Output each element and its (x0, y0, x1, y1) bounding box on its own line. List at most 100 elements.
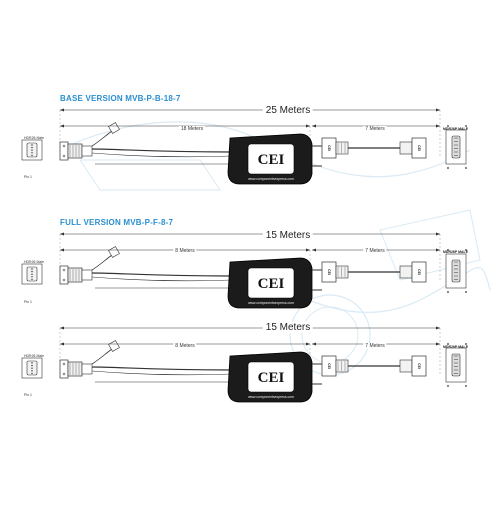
main-cable (91, 148, 231, 153)
plug-housing (411, 261, 427, 283)
usb-plug-icon (108, 340, 120, 352)
watermark-circle (301, 306, 359, 364)
main-cable (91, 366, 231, 371)
pinout-shell (451, 353, 461, 377)
left-dimension-line-head (60, 248, 64, 252)
total-dimension-line-head (60, 326, 64, 330)
right-dimension-line-head (312, 342, 316, 346)
right-length-label: 7 Meters (363, 126, 387, 132)
total-dimension-line-head (60, 108, 64, 112)
pin (31, 146, 33, 149)
watermark-shape (79, 159, 221, 191)
mdr26-plug-icon: CEI (399, 261, 427, 283)
right-dimension-line-head (312, 248, 316, 252)
pin (31, 367, 33, 369)
strain-relief (81, 363, 93, 375)
watermark-shape (379, 209, 481, 281)
cable-module-icon: CEI www.componentsexpress.com (227, 257, 313, 309)
pin-label: Pin 1 (24, 175, 32, 179)
right-length-label: 7 Meters (363, 248, 387, 254)
hdr26-connector-icon (59, 359, 93, 379)
mdr26-plug-icon: CEI (399, 137, 427, 159)
plug-shell (399, 359, 413, 373)
thumbscrew (62, 144, 66, 148)
brand-logo: CEI (258, 276, 285, 292)
left-length-label: 8 Meters (173, 248, 197, 254)
right-length-label: 7 Meters (363, 343, 387, 349)
pin (31, 273, 33, 275)
connector-flange (59, 141, 69, 161)
pinout-face-icon (445, 125, 467, 169)
plug-shell (399, 265, 413, 279)
pin-label: Pin 1 (24, 300, 32, 304)
left-dimension-line-head (60, 342, 64, 346)
plug-text: CEI (417, 145, 421, 151)
left-dimension-line-head (306, 248, 310, 252)
thumbscrew (62, 154, 66, 158)
pin-marker (465, 249, 467, 251)
right-dimension-line-head (436, 248, 440, 252)
pin-marker (465, 167, 467, 169)
mdr26-plug-icon: CEI (399, 355, 427, 377)
hdr26-face-icon (21, 263, 43, 285)
pin-marker (447, 125, 449, 127)
left-length-label: 18 Meters (178, 126, 206, 132)
pinout-face-icon (445, 249, 467, 293)
pin (31, 276, 33, 278)
plug-shell (399, 141, 413, 155)
pin-marker (447, 291, 449, 293)
pin-marker (447, 167, 449, 169)
module-label-plate (247, 361, 295, 393)
module-label-plate (247, 143, 295, 175)
left-connector-label: HDR26 Male (24, 260, 45, 264)
pin-marker (465, 125, 467, 127)
thumbscrew (62, 278, 66, 282)
total-dimension-line-head (436, 108, 440, 112)
hdr26-face-icon (21, 357, 43, 379)
pinout-shell (451, 135, 461, 159)
pin (31, 149, 33, 151)
thumbscrew (62, 372, 66, 376)
branch-cable (91, 348, 113, 365)
total-length-label: 25 Meters (262, 105, 314, 116)
pin (31, 152, 33, 154)
pinout-face-icon (445, 343, 467, 387)
pin-marker (447, 343, 449, 345)
pin (31, 372, 33, 375)
right-dimension-line-head (312, 124, 316, 128)
strain-relief (81, 269, 93, 281)
pin (31, 144, 33, 146)
plug-text: CEI (327, 363, 331, 369)
module-url: www.componentsexpress.com (248, 301, 294, 305)
pin (31, 370, 33, 372)
connector-flange (59, 359, 69, 379)
branch-cable (91, 130, 113, 147)
brand-logo: CEI (258, 370, 285, 386)
pin-marker (447, 385, 449, 387)
total-dimension-line-head (60, 232, 64, 236)
cable-assembly: CEI www.componentsexpress.com CEI CEI (21, 110, 467, 185)
pin (31, 364, 33, 367)
plug-text: CEI (417, 363, 421, 369)
total-length-label: 15 Meters (262, 230, 314, 241)
right-connector-label: MDR26P MALE (443, 250, 469, 254)
mdr26-plug-icon: CEI (321, 137, 349, 159)
usb-plug-icon (108, 246, 120, 258)
aux-cable (91, 276, 233, 282)
section-title: BASE VERSION MVB-P-B-18-7 (60, 94, 181, 103)
strain-relief (81, 145, 93, 157)
brand-logo: CEI (258, 152, 285, 168)
left-connector-label: HDR26 Male (24, 354, 45, 358)
plug-housing (411, 355, 427, 377)
module-label-plate (247, 267, 295, 299)
mdr26-plug-icon: CEI (321, 355, 349, 377)
right-connector-label: MDR26P MALE (443, 345, 469, 349)
pin-label: Pin 1 (24, 393, 32, 397)
module-url: www.componentsexpress.com (248, 177, 294, 181)
section-title: FULL VERSION MVB-P-F-8-7 (60, 218, 174, 227)
pin-marker (465, 291, 467, 293)
left-length-label: 8 Meters (173, 343, 197, 349)
